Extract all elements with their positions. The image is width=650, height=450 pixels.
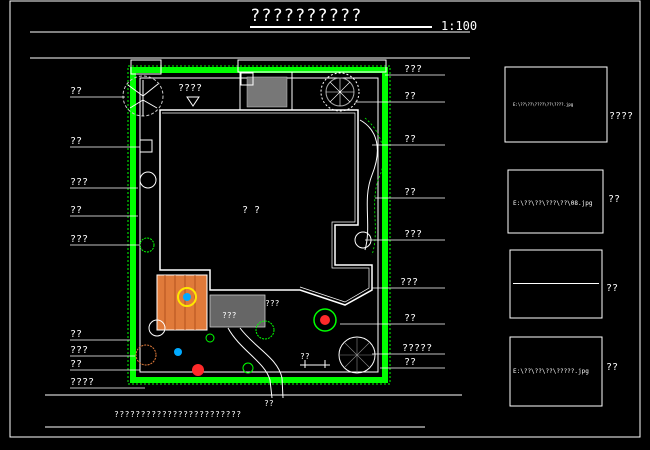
small-shrubs: [135, 171, 372, 376]
annotation-right-6: ???: [400, 277, 419, 288]
annotation-right-1: ???: [404, 64, 423, 75]
paving-grid-top: [239, 71, 293, 111]
building-label: ? ?: [242, 205, 261, 216]
annotation-right-5: ???: [404, 229, 423, 240]
legend-file-4: E:\??\??\??\?????.jpg: [513, 368, 589, 375]
top-strip: [237, 59, 387, 73]
utility-box: [139, 139, 153, 153]
bottom-note: ????????????????????????: [114, 410, 242, 419]
bench: [300, 360, 330, 368]
legend-file-1: E:\??\??\????\??\????.jpg: [513, 102, 574, 107]
tree-bottom-right: [338, 336, 376, 374]
legend-box-4: [509, 336, 603, 407]
annotation-left-4: ??: [70, 205, 83, 216]
annotation-top: ????: [178, 83, 203, 94]
legend-file-2: E:\??\??\???\??\08.jpg: [513, 200, 593, 207]
annotation-left-7: ???: [70, 345, 89, 356]
drawing-border: [9, 0, 641, 438]
annotation-left-1: ??: [70, 86, 83, 97]
leader-lines-left: [70, 96, 145, 389]
paving-grid-bottom: [209, 294, 266, 328]
leader-lines-right: [340, 74, 445, 369]
annotation-right-3: ??: [404, 134, 417, 145]
annotation-left-8: ??: [70, 359, 83, 370]
garden-path-right-2: [364, 117, 384, 256]
annotation-interior-2: ???: [222, 311, 237, 320]
tree-top-left: [122, 75, 164, 117]
annotation-left-5: ???: [70, 234, 89, 245]
annotation-left-6: ??: [70, 329, 83, 340]
legend-box-3: [509, 249, 603, 319]
legend-box-2: [507, 169, 604, 234]
garden-path-right: [359, 119, 378, 251]
legend-label-1: ????: [609, 111, 634, 122]
annotation-right-7: ??: [404, 313, 417, 324]
wood-deck: [156, 274, 208, 331]
annotation-right-8: ?????: [402, 343, 433, 354]
shrub-green: [313, 308, 337, 332]
building-outline: [159, 109, 373, 306]
building-outline-inner: [162, 112, 370, 303]
annotation-interior-3: ??: [300, 352, 310, 361]
legend-label-2: ??: [608, 194, 621, 205]
legend-box-1: [504, 66, 608, 143]
drawing-scale: 1:100: [441, 19, 478, 33]
annotation-interior-1: ???: [265, 299, 280, 308]
tree-top-right: [320, 72, 360, 112]
legend-line-3: [513, 283, 599, 284]
legend-label-4: ??: [606, 362, 619, 373]
annotation-right-4: ??: [404, 187, 417, 198]
garden-path-bottom-2: [239, 327, 284, 399]
drawing-title: ??????????: [250, 6, 363, 26]
annotation-left-2: ??: [70, 136, 83, 147]
annotation-interior-4: ??: [264, 399, 274, 408]
annotation-left-3: ???: [70, 177, 89, 188]
legend-label-3: ??: [606, 283, 619, 294]
garden-path-bottom: [227, 327, 273, 399]
annotation-right-2: ??: [404, 91, 417, 102]
left-strip: [130, 59, 162, 75]
annotation-left-9: ????: [70, 377, 95, 388]
annotation-right-9: ??: [404, 357, 417, 368]
north-marker: [186, 96, 200, 107]
